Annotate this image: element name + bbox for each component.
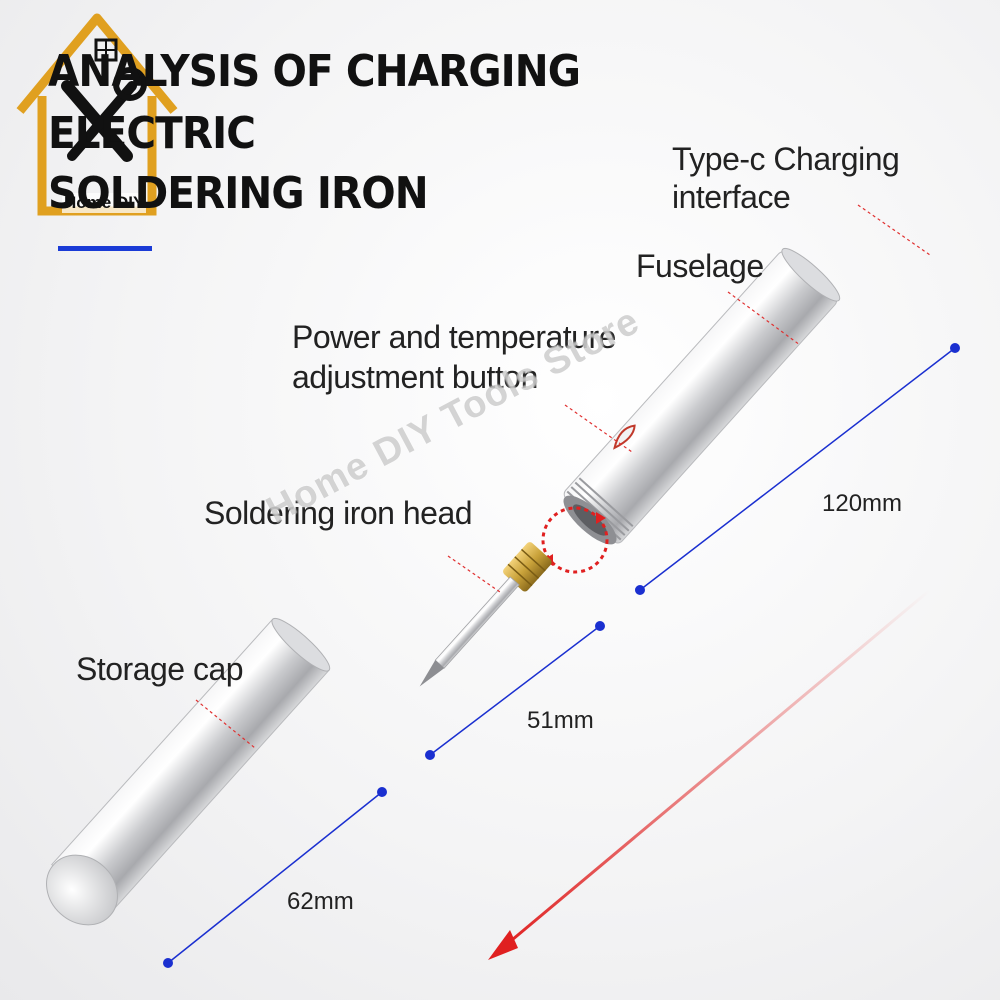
leader-lines bbox=[195, 204, 931, 749]
label-typec-line2: interface bbox=[672, 179, 791, 215]
label-soldering-head: Soldering iron head bbox=[204, 495, 473, 531]
logo-text: Home DIY bbox=[62, 193, 147, 213]
label-storage-cap: Storage cap bbox=[76, 651, 244, 687]
label-button-line1: Power and temperature bbox=[292, 319, 616, 355]
dim-line-fuselage bbox=[639, 347, 956, 591]
direction-arrow bbox=[499, 588, 931, 952]
dim-line-head bbox=[429, 625, 601, 756]
socket-highlight-circle bbox=[541, 506, 609, 574]
dim-fuselage-length: 120mm bbox=[822, 490, 903, 517]
label-typec-line1: Type-c Charging bbox=[672, 141, 900, 177]
dim-head-length: 51mm bbox=[527, 707, 594, 734]
label-button-line2: adjustment button bbox=[292, 359, 538, 395]
arrow-head-icon bbox=[488, 930, 518, 960]
storage-cap bbox=[46, 617, 331, 926]
title-line-1: ANALYSIS OF CHARGING bbox=[48, 46, 581, 97]
label-fuselage: Fuselage bbox=[636, 248, 764, 284]
dim-line-cap bbox=[167, 791, 383, 964]
dim-cap-length: 62mm bbox=[287, 888, 354, 915]
soldering-head bbox=[419, 542, 552, 687]
fuselage-body bbox=[563, 247, 841, 545]
title-line-2: ELECTRIC bbox=[48, 108, 256, 159]
title-underline bbox=[58, 246, 152, 251]
title-line-3: SOLDERING IRON bbox=[48, 168, 429, 219]
dimension-lines bbox=[163, 343, 960, 968]
